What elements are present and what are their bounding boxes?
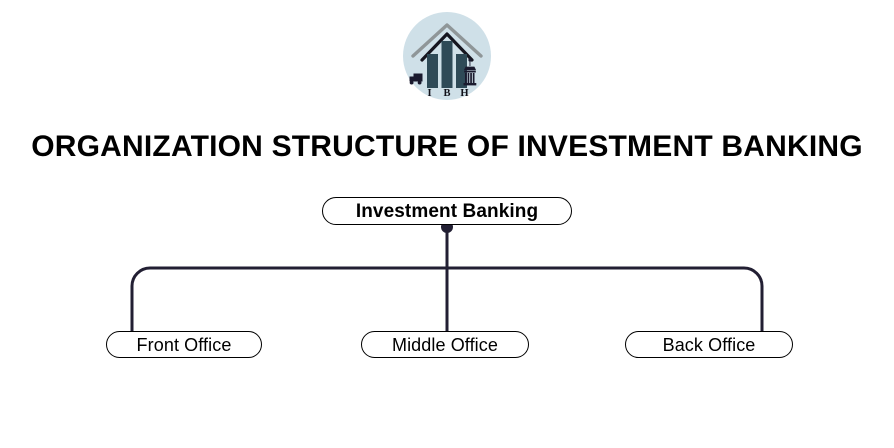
logo-inner-roof-icon <box>420 32 474 62</box>
ibh-logo-svg: I B H <box>403 12 491 100</box>
node-investment-banking-label: Investment Banking <box>355 200 539 222</box>
logo-column-right <box>456 54 467 88</box>
logo-bank-building-icon <box>463 58 477 86</box>
page-title: ORGANIZATION STRUCTURE OF INVESTMENT BAN… <box>31 130 863 163</box>
logo-truck-icon <box>409 73 423 85</box>
node-back-office-label: Back Office <box>662 334 756 355</box>
node-front-office[interactable]: Front Office <box>106 331 262 358</box>
logo-letter-i: I <box>427 88 431 99</box>
ibh-logo: I B H <box>399 8 495 104</box>
node-back-office[interactable]: Back Office <box>625 331 793 358</box>
logo-block: I B H <box>0 8 894 104</box>
logo-column-left <box>427 54 438 88</box>
org-chart: Investment Banking Front Office Middle O… <box>0 185 894 370</box>
node-investment-banking[interactable]: Investment Banking <box>322 197 572 225</box>
logo-letter-b: B <box>443 88 450 99</box>
node-front-office-label: Front Office <box>136 334 232 355</box>
logo-letter-h: H <box>460 88 468 99</box>
logo-column-center <box>441 41 453 88</box>
node-middle-office-label: Middle Office <box>391 334 498 355</box>
node-middle-office[interactable]: Middle Office <box>361 331 529 358</box>
logo-outer-roof-icon <box>411 23 483 58</box>
